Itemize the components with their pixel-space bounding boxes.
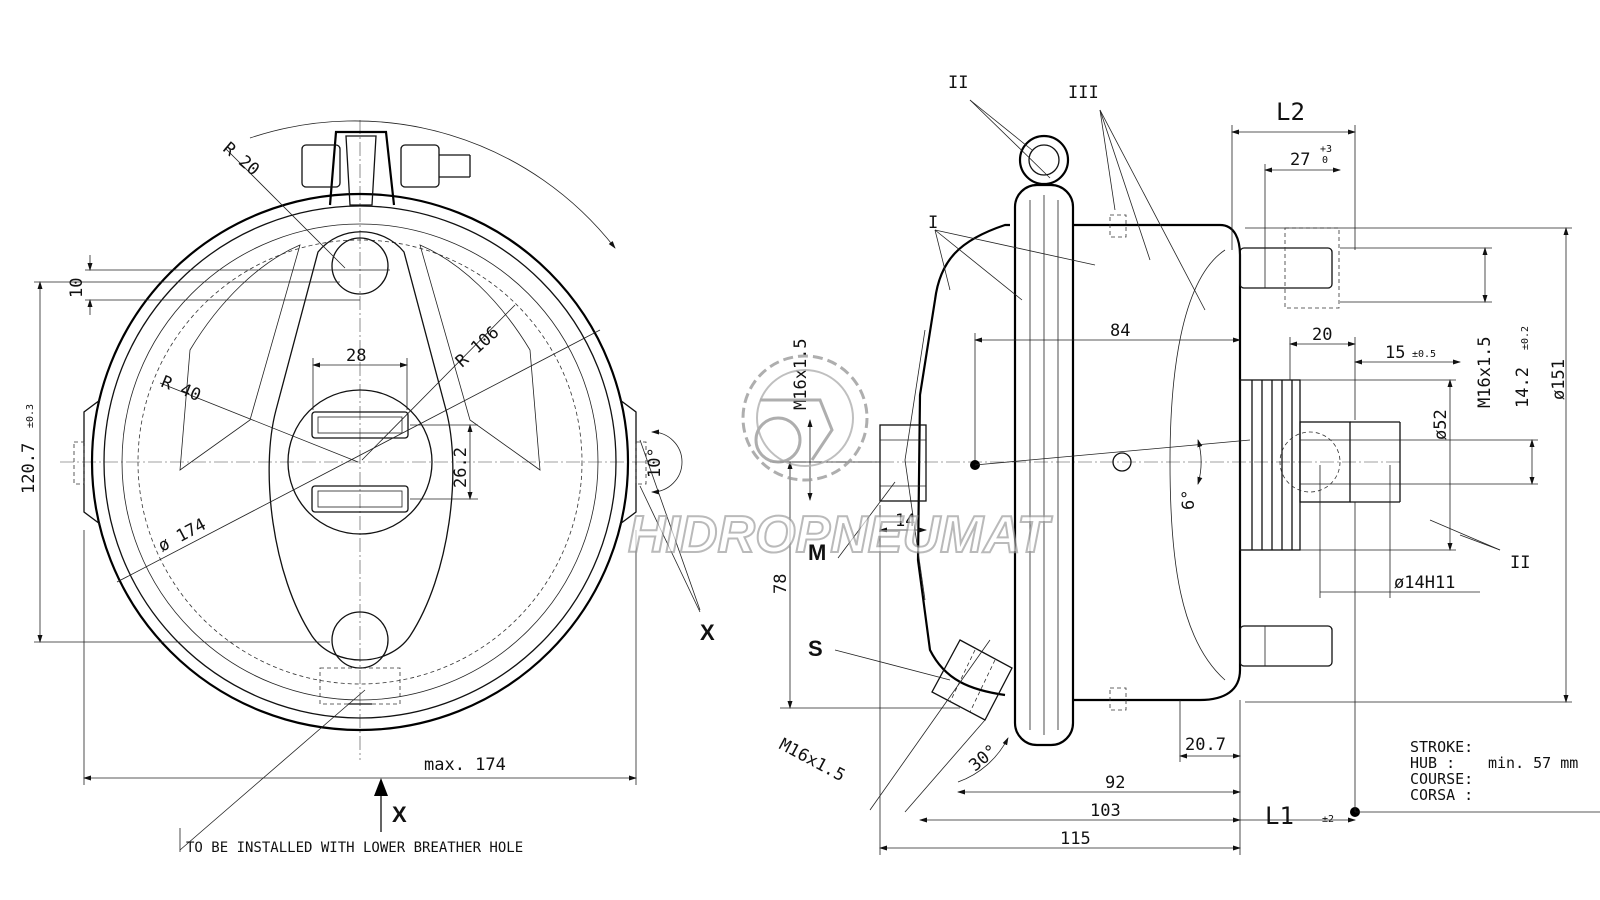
dim-15: 15 — [1385, 343, 1405, 363]
hub-row-label: HUB : — [1410, 754, 1455, 772]
dim-103: 103 — [1090, 801, 1121, 821]
dim-d14h11: ø14H11 — [1394, 573, 1455, 593]
watermark-text: HIDROPNEUMAT — [628, 506, 1053, 564]
callout-ii-top: II — [948, 73, 968, 93]
dim-115: 115 — [1060, 829, 1091, 849]
dim-30deg: 30° — [965, 741, 1001, 776]
dim-d52: ø52 — [1431, 409, 1451, 440]
dim-max-174: max. 174 — [424, 755, 506, 775]
corsa-row-label: CORSA : — [1410, 786, 1473, 804]
dim-78: 78 — [771, 574, 791, 594]
dim-r20: R 20 — [219, 139, 263, 181]
callout-i: I — [928, 213, 938, 233]
dim-d151: ø151 — [1549, 359, 1569, 400]
callout-ii-right: II — [1510, 553, 1530, 573]
dim-m16-bottom: M16x1.5 — [776, 735, 849, 786]
stroke-table: STROKE: HUB : min. 57 mm COURSE: CORSA : — [1410, 738, 1578, 804]
gear-tractor-logo — [741, 354, 869, 482]
tol-27-lower: 0 — [1322, 155, 1328, 166]
view-marker-x: X — [700, 620, 715, 645]
stroke-row-label: STROKE: — [1410, 738, 1473, 756]
dim-27: 27 — [1290, 150, 1310, 170]
dim-20-7: 20.7 — [1185, 735, 1226, 755]
side-view: I II III II L2 27 +3 0 84 20 15 ±0.5 M16… — [770, 73, 1600, 855]
dim-10: 10 — [67, 278, 87, 298]
dim-26-2: 26.2 — [451, 447, 471, 488]
dim-r106: R 106 — [452, 323, 503, 372]
course-row-label: COURSE: — [1410, 770, 1473, 788]
tol-l1: ±2 — [1322, 814, 1334, 825]
front-view: R 20 R 106 R 40 ø 174 28 26.2 10 120.7 ±… — [19, 120, 715, 856]
port-m-label: M — [808, 540, 826, 565]
dim-28: 28 — [346, 346, 366, 366]
dim-l2: L2 — [1276, 98, 1305, 126]
tol-15: ±0.5 — [1412, 349, 1436, 360]
callout-iii: III — [1068, 83, 1099, 103]
dim-14: 14 — [895, 511, 915, 531]
hub-row-value: min. 57 mm — [1488, 754, 1578, 772]
dim-92: 92 — [1105, 773, 1125, 793]
dim-r40: R 40 — [158, 372, 203, 406]
arrow-label-x: X — [392, 802, 407, 827]
tol-27-upper: +3 — [1320, 144, 1332, 155]
dim-84: 84 — [1110, 321, 1130, 341]
dim-l1: L1 — [1265, 802, 1294, 830]
dim-14-2: 14.2 — [1513, 367, 1533, 408]
port-s-label: S — [808, 636, 823, 661]
dim-ang-10: 10° — [645, 447, 665, 478]
install-note: TO BE INSTALLED WITH LOWER BREATHER HOLE — [186, 840, 523, 856]
dim-6deg: 6° — [1179, 490, 1199, 510]
dim-20: 20 — [1312, 325, 1332, 345]
tol-14-2: ±0.2 — [1520, 326, 1531, 350]
dim-d174: ø 174 — [155, 515, 210, 557]
watermark: HIDROPNEUMAT — [627, 354, 1054, 565]
dim-120-7: 120.7 — [19, 443, 39, 494]
dim-m16-right: M16x1.5 — [1475, 336, 1495, 408]
tol-120-7: ±0.3 — [25, 404, 36, 428]
